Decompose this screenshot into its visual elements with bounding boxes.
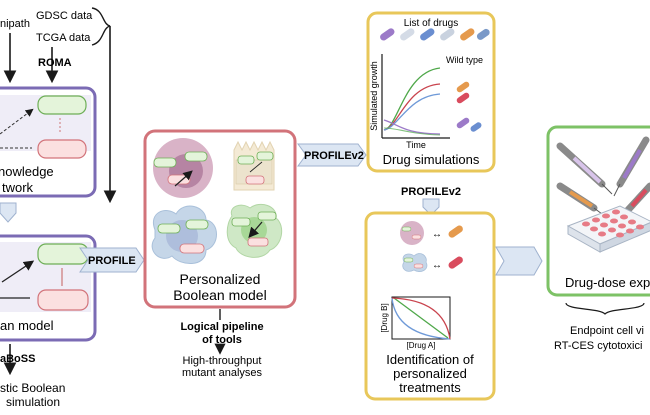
tcga-label: TCGA data [36, 32, 91, 44]
identification-title-3: treatments [399, 380, 461, 395]
drug-pill-1 [456, 81, 470, 93]
drug-pill-3 [456, 117, 470, 129]
arrow-both-2: ↔ [432, 260, 442, 271]
knowledge-network-title-1: nowledge [0, 164, 54, 179]
chevron-down-mid [422, 198, 440, 216]
synergy-curve-blue [391, 297, 451, 340]
chevron-down-left [0, 202, 17, 223]
drug-dose-box [546, 125, 650, 297]
profilev2-mid-label: PROFILEv2 [401, 186, 461, 198]
arrow-both-1: ↔ [432, 229, 442, 240]
knowledge-node-red [37, 139, 87, 159]
wells [582, 209, 644, 238]
synergy-curve-red [391, 297, 451, 340]
pipeline-title-1: Logical pipeline [180, 321, 263, 333]
omnipath-label: nipath [0, 18, 30, 30]
profile-label: PROFILE [88, 255, 136, 267]
synergy-y-label: [Drug B] [380, 303, 389, 332]
endpoint-text-1: Endpoint cell vi [570, 325, 644, 337]
syringe-2 [613, 136, 650, 197]
pipeline-subtitle-2: mutant analyses [182, 367, 263, 379]
knowledge-edge-1 [0, 108, 34, 135]
knowledge-network-title-2: twork [2, 180, 34, 195]
gdsc-label: GDSC data [36, 10, 93, 22]
knowledge-node-green [37, 95, 87, 115]
personalized-title-2: Boolean model [173, 287, 266, 303]
bottom-left-text-2: simulation [6, 395, 60, 409]
synergy-x-label: [Drug A] [407, 341, 436, 350]
data-brace [91, 7, 111, 46]
synergy-curve-green [393, 297, 449, 339]
drug-pills-row [380, 28, 490, 41]
pipeline-subtitle-1: High-throughput [183, 355, 262, 367]
boolean-model-title: an model [0, 318, 54, 333]
mini-pill-2 [448, 256, 463, 269]
list-of-drugs-label: List of drugs [404, 18, 458, 29]
boolean-edge-1 [1, 260, 35, 283]
maboss-label: aBoSS [0, 353, 35, 365]
pipeline-title-2: of tools [202, 334, 242, 346]
roma-label: ROMA [38, 57, 72, 69]
right-chevron [495, 246, 543, 276]
mini-cell-2 [402, 253, 428, 272]
drug-dose-title: Drug-dose expe [565, 275, 650, 290]
growth-y-label: Simulated growth [369, 61, 379, 131]
endpoint-brace [565, 302, 645, 315]
personalized-title-1: Personalized [180, 271, 261, 287]
syringe-1 [556, 142, 613, 195]
profilev2-top-chevron [297, 143, 367, 167]
syringe-4 [624, 182, 650, 214]
mini-pill-1 [448, 225, 463, 238]
drug-simulations-title: Drug simulations [383, 152, 480, 167]
curve-purple [383, 119, 441, 135]
endpoint-text-2: RT-CES cytotoxici [554, 340, 642, 352]
profilev2-top-label: PROFILEv2 [304, 150, 364, 162]
drug-simulations-box [366, 11, 496, 173]
mini-cell-1 [400, 221, 424, 245]
drug-pill-4 [470, 122, 482, 132]
identification-title-2: personalized [393, 366, 467, 381]
bottom-left-text-1: stic Boolean [0, 381, 65, 395]
identification-title-1: Identification of [386, 352, 474, 367]
growth-x-label: Time [406, 140, 426, 150]
profile-chevron [79, 247, 145, 273]
wild-type-label: Wild type [446, 55, 483, 65]
drug-pill-2 [456, 92, 470, 104]
boolean-node-green [37, 243, 89, 265]
boolean-node-red [37, 289, 89, 311]
curve-low [383, 127, 441, 136]
